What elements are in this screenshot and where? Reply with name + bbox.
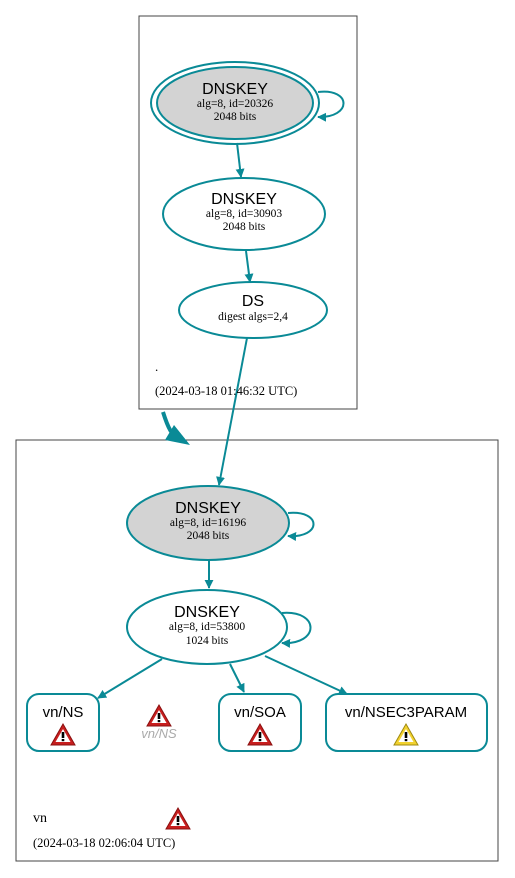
edge-zsk-to-soa (229, 663, 245, 693)
node-root-zsk[interactable]: DNSKEY alg=8, id=30903 2048 bits (162, 177, 326, 251)
node-vn-ds[interactable]: DS digest algs=2,4 (178, 281, 328, 339)
node-root-ksk-type: DNSKEY (202, 81, 268, 98)
zone-vn-timestamp: (2024-03-18 02:06:04 UTC) (33, 836, 175, 850)
node-vn-ds-type: DS (242, 293, 264, 310)
edge-zsk-to-nsec3param (264, 655, 348, 695)
node-vn-soa-label: vn/SOA (234, 704, 286, 721)
zone-root-timestamp: (2024-03-18 01:46:32 UTC) (155, 384, 297, 398)
node-vn-ksk-detail-1: alg=8, id=16196 (170, 517, 246, 529)
node-vn-soa[interactable]: vn/SOA (218, 693, 302, 752)
node-root-ksk-detail-2: 2048 bits (214, 111, 257, 123)
node-vn-zsk[interactable]: DNSKEY alg=8, id=53800 1024 bits (126, 589, 288, 665)
zone-root-box (138, 15, 358, 410)
node-vn-nsec3param-label: vn/NSEC3PARAM (345, 704, 467, 721)
edge-zsk-to-ns (97, 658, 163, 699)
error-warning-icon (165, 807, 191, 830)
node-root-ksk[interactable]: DNSKEY alg=8, id=20326 2048 bits (150, 61, 320, 145)
node-vn-ksk[interactable]: DNSKEY alg=8, id=16196 2048 bits (126, 485, 290, 561)
edge-root-ksk-to-zsk (235, 142, 245, 178)
edge-root-ksk-self (317, 90, 345, 122)
node-vn-zsk-type: DNSKEY (174, 604, 240, 621)
node-vn-zsk-detail-1: alg=8, id=53800 (169, 621, 245, 633)
node-vn-ksk-type: DNSKEY (175, 500, 241, 517)
error-warning-icon (146, 704, 172, 727)
node-vn-ns-label: vn/NS (43, 704, 84, 721)
zone-vn-box (15, 439, 499, 862)
node-vn-ns-ghost[interactable]: vn/NS (141, 704, 177, 741)
delegation-arrowhead (165, 425, 190, 445)
node-root-zsk-detail-1: alg=8, id=30903 (206, 208, 282, 220)
edge-root-zsk-to-ds (244, 250, 254, 283)
node-root-ksk-detail-1: alg=8, id=20326 (197, 98, 273, 110)
node-root-zsk-detail-2: 2048 bits (223, 221, 266, 233)
edge-vn-ksk-self (287, 511, 315, 541)
node-root-zsk-type: DNSKEY (211, 191, 277, 208)
node-vn-nsec3param[interactable]: vn/NSEC3PARAM (325, 693, 488, 752)
zone-vn-label: vn (33, 811, 47, 826)
node-vn-ns[interactable]: vn/NS (26, 693, 100, 752)
edge-vn-zsk-self (281, 611, 312, 648)
node-vn-ns-ghost-label: vn/NS (141, 726, 177, 741)
node-vn-zsk-detail-2: 1024 bits (186, 635, 229, 647)
edge-ds-to-vn-ksk (216, 337, 248, 486)
zone-root-label: . (155, 359, 158, 374)
node-vn-ds-detail-1: digest algs=2,4 (218, 311, 288, 323)
node-vn-ksk-detail-2: 2048 bits (187, 530, 230, 542)
